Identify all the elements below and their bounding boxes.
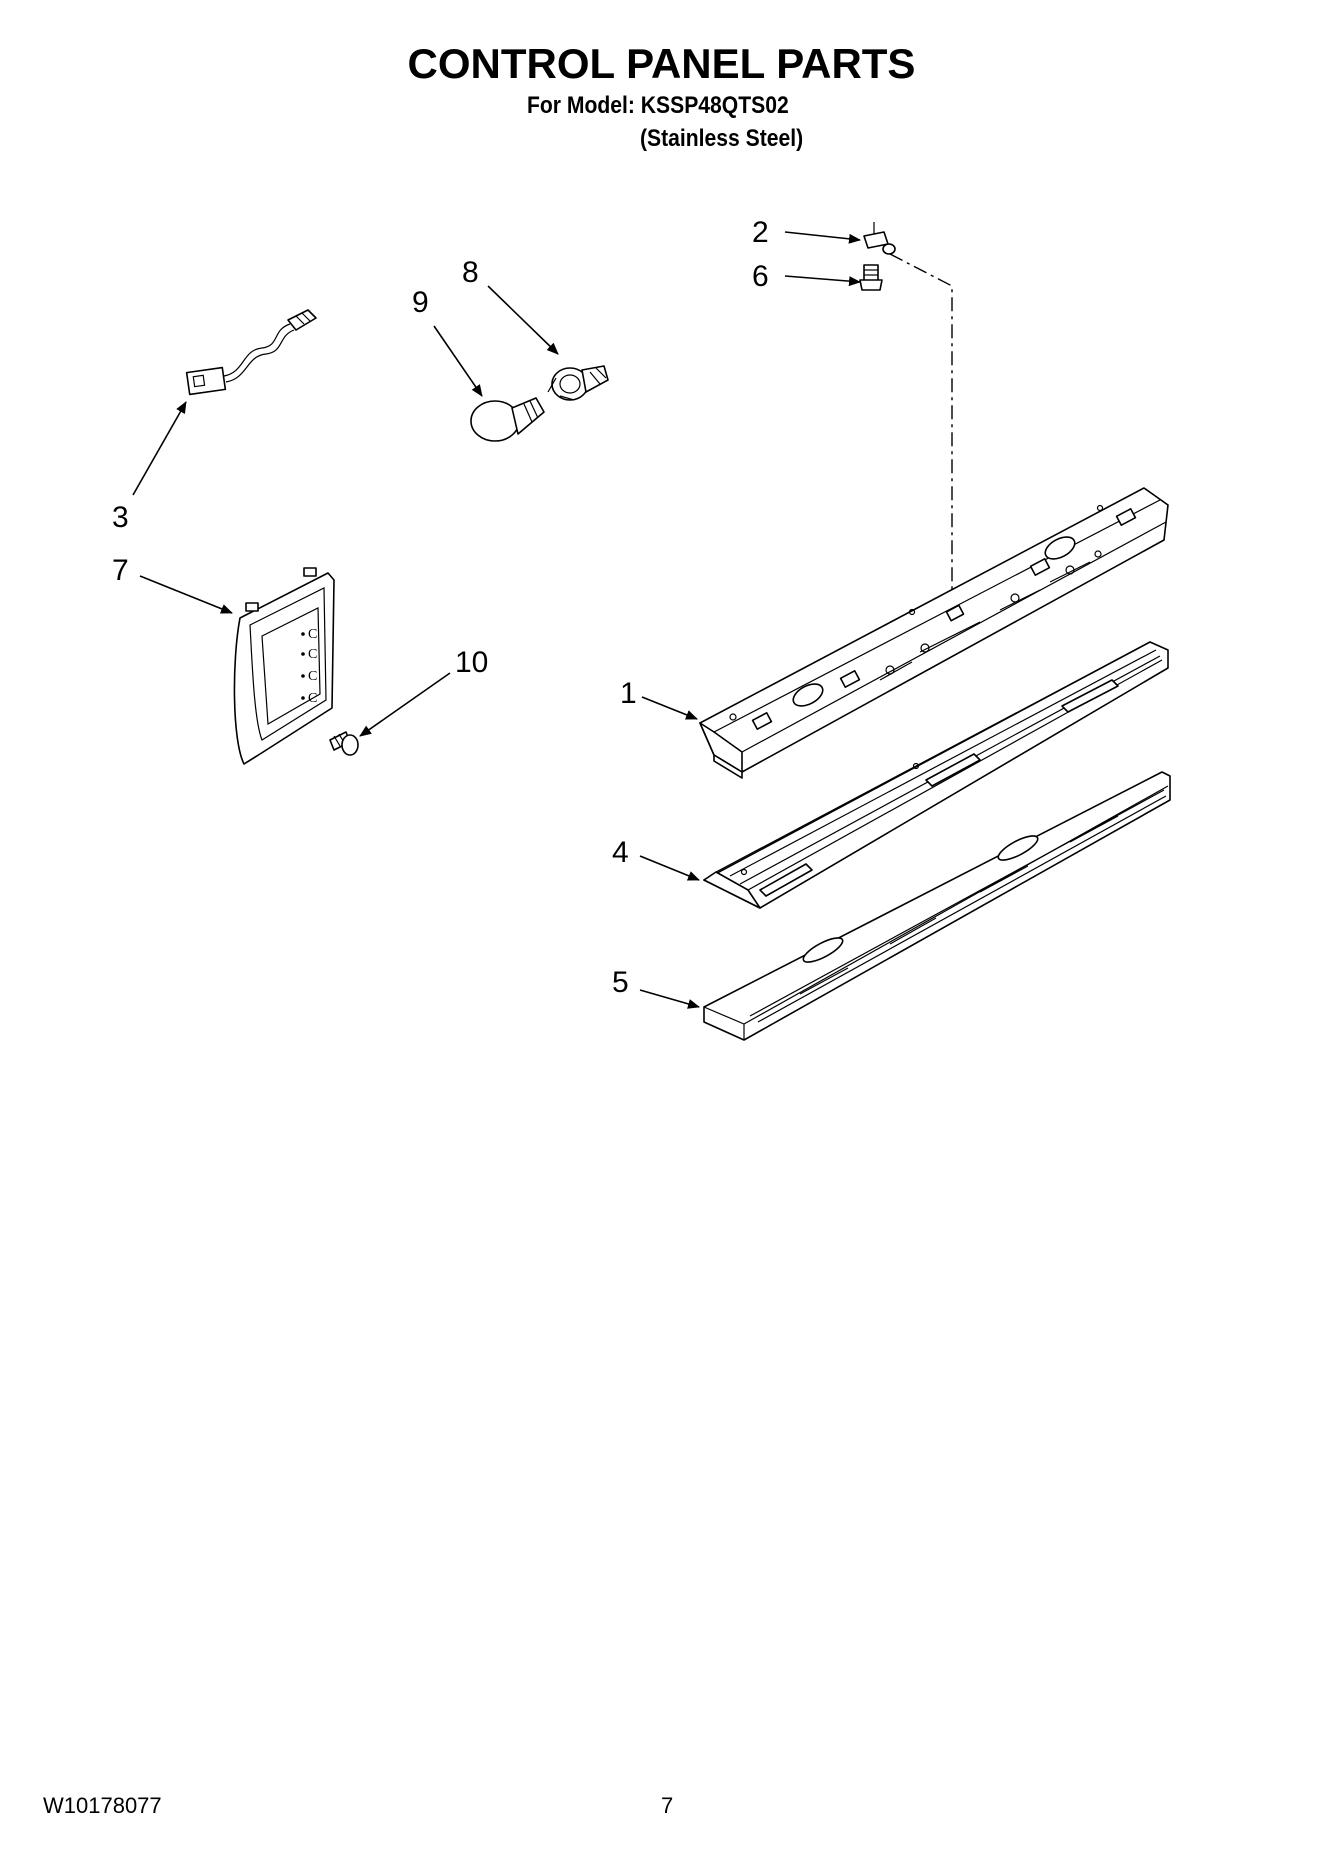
- callout-4: 4: [612, 836, 629, 869]
- leader-10: [359, 672, 451, 737]
- channel-part-4: [703, 641, 1169, 909]
- screw-part-6: [859, 264, 883, 291]
- callout-6: 6: [752, 260, 769, 293]
- finish-line: (Stainless Steel): [640, 125, 804, 152]
- callout-3: 3: [112, 501, 129, 534]
- screw-part-10: [329, 731, 359, 756]
- callout-1: 1: [620, 677, 637, 710]
- page-title: CONTROL PANEL PARTS: [407, 40, 916, 87]
- leader-8: [487, 285, 559, 355]
- clip-part-2: [863, 222, 896, 255]
- leader-5: [639, 989, 700, 1009]
- leader-3: [132, 401, 187, 496]
- leader-2: [784, 231, 861, 244]
- control-panel-face-part-7: C C C C: [233, 567, 335, 765]
- callout-7: 7: [112, 554, 129, 587]
- svg-text:C: C: [308, 647, 317, 662]
- leader-9: [433, 325, 483, 397]
- svg-text:C: C: [308, 691, 317, 706]
- assembly-center-line: [889, 253, 953, 602]
- svg-text:C: C: [308, 627, 317, 642]
- page-number: 7: [661, 1793, 674, 1818]
- leader-1: [641, 696, 698, 720]
- svg-text:C: C: [308, 669, 317, 684]
- callout-8: 8: [462, 256, 479, 289]
- document-number: W10178077: [43, 1793, 162, 1818]
- lamp-socket-part-8: [547, 365, 609, 401]
- wire-harness-part-3: [185, 309, 317, 396]
- callout-9: 9: [412, 286, 429, 319]
- lower-channel-part-5: [703, 771, 1171, 1041]
- leader-4: [639, 855, 700, 881]
- leader-6: [784, 275, 861, 287]
- callout-5: 5: [612, 966, 629, 999]
- leader-7: [139, 575, 233, 614]
- light-bulb-part-9: [470, 397, 545, 442]
- model-line: For Model: KSSP48QTS02: [527, 92, 789, 119]
- callout-10: 10: [455, 646, 488, 679]
- callout-2: 2: [752, 216, 769, 249]
- control-panel-bracket-part-1: [699, 487, 1169, 779]
